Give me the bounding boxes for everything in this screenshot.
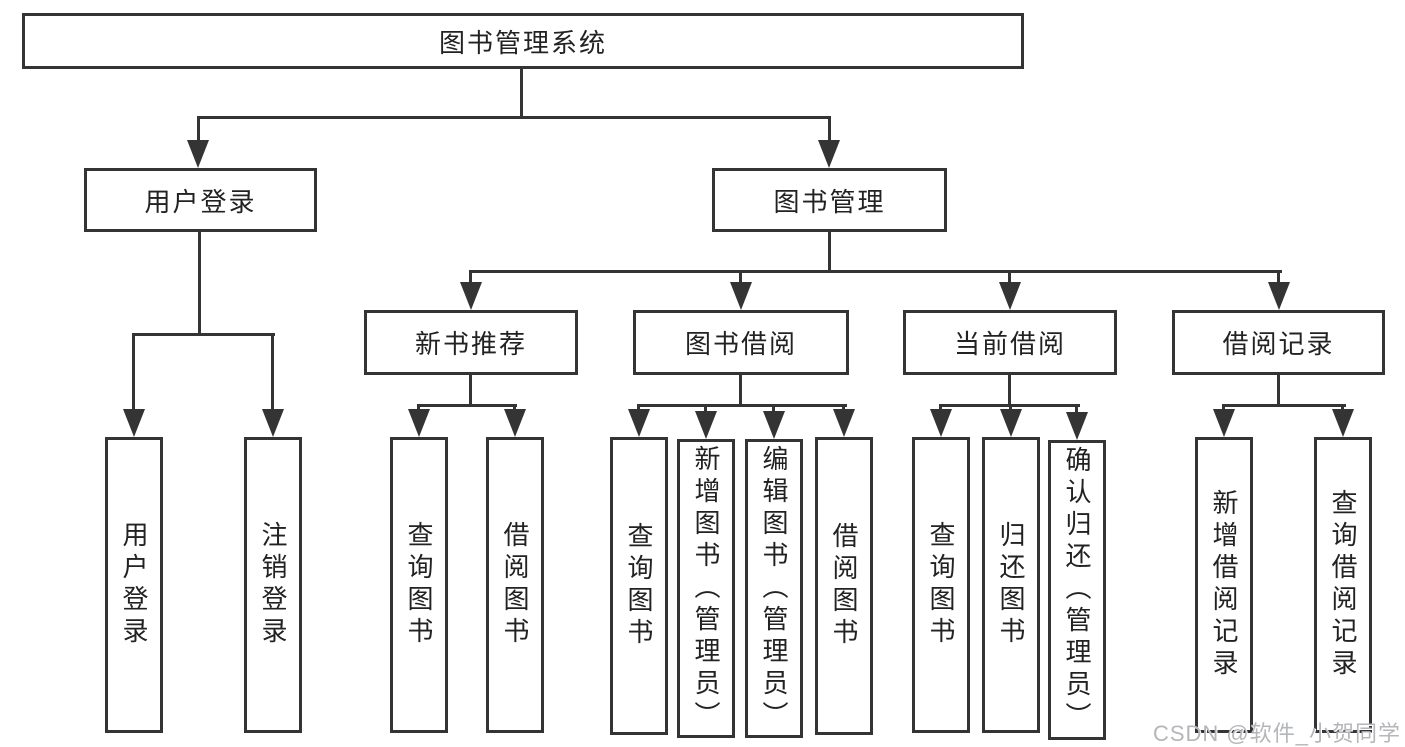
leaf-label: 查询图书 (404, 521, 434, 649)
leaf-label: 查询图书 (624, 522, 654, 650)
connector-line (939, 404, 1080, 407)
watermark: CSDN @软件_小贺同学 (1152, 721, 1401, 746)
connector-line (271, 335, 274, 411)
node-book-borrowing: 图书借阅 (633, 310, 849, 375)
connector-line (828, 118, 831, 144)
connector-line (520, 69, 523, 118)
node-label: 当前借阅 (953, 329, 1066, 359)
arrow-down-icon (1268, 282, 1290, 310)
connector-line (739, 272, 742, 284)
leaf-add-borrow-record: 新增借阅记录 (1195, 437, 1253, 733)
connector-line (198, 232, 201, 336)
arrow-down-icon (763, 411, 785, 439)
leaf-label: 借阅图书 (500, 521, 530, 649)
node-label: 图书管理 (773, 186, 886, 217)
arrow-down-icon (504, 409, 526, 437)
connector-line (637, 404, 847, 407)
leaf-label: 查询图书 (926, 521, 956, 649)
leaf-label: 新增借阅记录 (1209, 489, 1239, 681)
arrow-down-icon (1332, 409, 1354, 437)
leaf-label: 确认归还（管理员） (1062, 446, 1092, 734)
connector-line (469, 272, 472, 284)
leaf-return-books: 归还图书 (982, 437, 1040, 733)
node-user-login: 用户登录 (84, 168, 317, 232)
arrow-down-icon (1066, 412, 1088, 440)
connector-line (197, 118, 200, 144)
arrow-down-icon (1213, 409, 1235, 437)
arrow-down-icon (695, 411, 717, 439)
leaf-logout: 注销登录 (244, 437, 302, 733)
leaf-confirm-return-admin: 确认归还（管理员） (1048, 440, 1106, 740)
leaf-query-books-recommend: 查询图书 (390, 437, 448, 733)
arrow-down-icon (408, 409, 430, 437)
node-current-borrowing: 当前借阅 (903, 310, 1117, 375)
leaf-label: 新增图书（管理员） (691, 444, 721, 733)
leaf-label: 编辑图书（管理员） (759, 444, 789, 733)
arrow-down-icon (123, 409, 145, 437)
leaf-query-books-borrowing: 查询图书 (610, 437, 668, 735)
arrow-down-icon (818, 140, 840, 168)
leaf-edit-books-admin: 编辑图书（管理员） (745, 439, 803, 738)
node-label: 借阅记录 (1222, 329, 1335, 359)
leaf-label: 归还图书 (996, 521, 1026, 649)
arrow-down-icon (460, 282, 482, 310)
node-label: 用户登录 (144, 186, 257, 217)
connector-line (828, 232, 831, 273)
arrow-down-icon (1000, 409, 1022, 437)
arrow-down-icon (999, 282, 1021, 310)
node-new-book-recommendation: 新书推荐 (364, 310, 578, 375)
leaf-label: 借阅图书 (829, 522, 859, 650)
leaf-user-login: 用户登录 (105, 437, 163, 733)
node-label: 图书管理系统 (438, 27, 607, 58)
leaf-label: 注销登录 (258, 521, 288, 649)
node-borrowing-records: 借阅记录 (1172, 310, 1385, 375)
arrow-down-icon (930, 409, 952, 437)
leaf-label: 查询借阅记录 (1328, 489, 1358, 681)
connector-line (1277, 272, 1280, 284)
connector-line (1222, 404, 1346, 407)
connector-line (1277, 375, 1280, 407)
connector-line (1075, 406, 1078, 414)
leaf-borrow-books-recommend: 借阅图书 (486, 437, 544, 733)
node-label: 图书借阅 (684, 329, 797, 359)
node-root-library-management-system: 图书管理系统 (22, 13, 1024, 69)
connector-line (469, 270, 1282, 273)
arrow-down-icon (187, 140, 209, 168)
leaf-borrow-books: 借阅图书 (815, 437, 873, 735)
arrow-down-icon (262, 409, 284, 437)
connector-line (739, 375, 742, 407)
connector-line (1008, 272, 1011, 284)
connector-line (417, 404, 517, 407)
leaf-query-borrow-record: 查询借阅记录 (1314, 437, 1372, 733)
leaf-add-books-admin: 新增图书（管理员） (677, 439, 735, 738)
node-book-management: 图书管理 (712, 168, 947, 232)
node-label: 新书推荐 (414, 329, 527, 359)
leaf-label: 用户登录 (119, 521, 149, 649)
connector-line (772, 406, 775, 412)
connector-line (132, 333, 275, 336)
connector-line (469, 375, 472, 407)
leaf-query-books-current: 查询图书 (912, 437, 970, 733)
arrow-down-icon (730, 282, 752, 310)
connector-line (704, 406, 707, 412)
connector-line (197, 116, 831, 119)
connector-line (132, 335, 135, 411)
arrow-down-icon (833, 409, 855, 437)
connector-line (1008, 375, 1011, 407)
arrow-down-icon (628, 409, 650, 437)
